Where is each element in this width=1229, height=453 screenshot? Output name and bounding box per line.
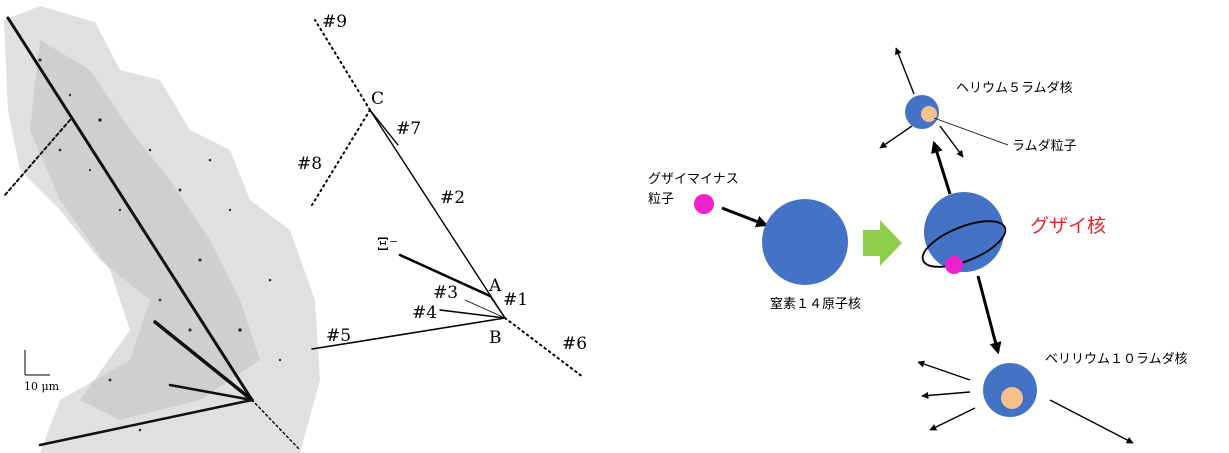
nitrogen-label: 窒素１４原子核 — [770, 296, 861, 312]
track-sketch — [311, 19, 584, 378]
helium-lambda — [921, 106, 937, 122]
xi-approach-arrow — [721, 206, 769, 228]
xi-minus-particle — [694, 194, 714, 214]
lambda-label: ラムダ粒子 — [1012, 139, 1077, 154]
emulsion-grains — [38, 58, 282, 432]
track-6 — [504, 317, 584, 378]
beryllium-label: ベリリウム１０ラムダ核 — [1045, 352, 1188, 367]
track-label-9: #9 — [322, 12, 347, 32]
xi-orbit — [921, 220, 1007, 268]
track-8 — [311, 109, 371, 206]
xi-bound-particle — [945, 256, 963, 274]
vertex-label-b: B — [489, 328, 502, 348]
nitrogen-nucleus — [762, 199, 848, 285]
track-7 — [369, 109, 399, 146]
xi-hypernucleus-label: グザイ核 — [1030, 215, 1106, 237]
beryllium-lambda — [1001, 387, 1023, 409]
track-9 — [314, 19, 371, 111]
xi-minus-label-line2: 粒子 — [648, 192, 674, 207]
vertex-label-a: A — [488, 276, 502, 296]
helium-out-2 — [879, 125, 913, 149]
track-label-4: #4 — [412, 303, 437, 323]
beryllium-out-3 — [929, 407, 976, 431]
track-label-3: #3 — [433, 283, 458, 303]
track-label-7: #7 — [396, 119, 421, 139]
track-4 — [439, 309, 506, 319]
decay-arrow-down — [976, 275, 1002, 355]
track-xi — [398, 253, 492, 298]
track-label-6: #6 — [562, 334, 587, 354]
emulsion-photo: 10 μm — [4, 6, 320, 453]
beryllium-out-4 — [1049, 399, 1134, 444]
particle-label-xi: Ξ⁻ — [377, 235, 398, 255]
track-2 — [369, 109, 506, 319]
helium-label: ヘリウム５ラムダ核 — [956, 81, 1073, 96]
track-1 — [489, 295, 506, 319]
helium-out-1 — [895, 47, 915, 95]
track-labels: #9 #7 #8 #2 #3 #1 #4 #5 #6 C A B Ξ⁻ — [297, 12, 587, 354]
scale-bar — [24, 350, 50, 376]
emulsion-tracks — [4, 16, 301, 451]
track-label-5: #5 — [326, 326, 351, 346]
lambda-pointer — [933, 117, 1009, 146]
beryllium-out-2 — [921, 391, 971, 399]
decay-arrow-up — [931, 140, 952, 195]
track-label-2: #2 — [440, 188, 465, 208]
track-label-8: #8 — [297, 154, 322, 174]
track-3 — [464, 299, 506, 319]
track-5 — [311, 317, 506, 350]
beryllium-out-1 — [917, 360, 971, 381]
helium-out-3 — [939, 125, 964, 158]
xi-hypernucleus — [924, 192, 1004, 272]
track-label-1: #1 — [503, 290, 528, 310]
transition-arrow — [863, 220, 902, 266]
xi-minus-label-line1: グザイマイナス — [648, 172, 739, 187]
reaction-diagram: グザイマイナス 粒子 窒素１４原子核 グザイ核 ヘリウム５ラムダ核 ラムダ粒子 — [648, 47, 1188, 444]
scale-bar-label: 10 μm — [24, 380, 60, 393]
vertex-label-c: C — [371, 89, 384, 109]
